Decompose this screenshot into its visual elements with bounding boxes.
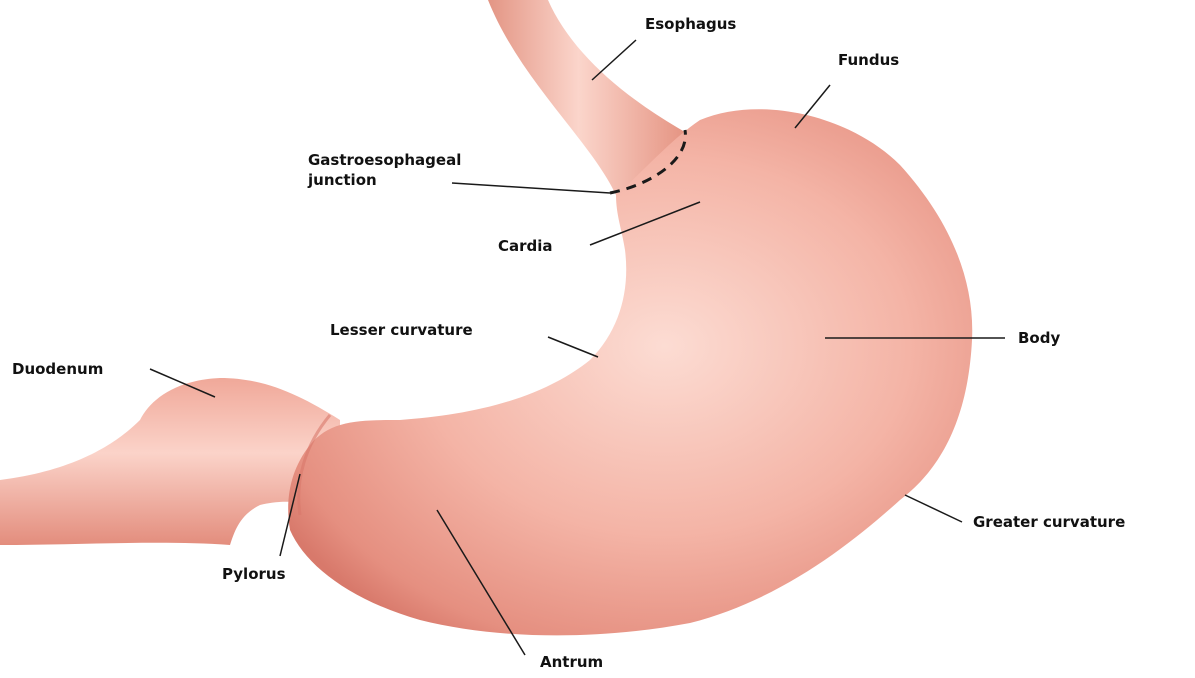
- label-greater-curvature: Greater curvature: [973, 512, 1125, 532]
- label-esophagus: Esophagus: [645, 14, 736, 34]
- leader-esophagus: [592, 40, 636, 80]
- label-lesser-curvature: Lesser curvature: [330, 320, 473, 340]
- leader-lesser-curvature: [548, 337, 598, 357]
- label-pylorus: Pylorus: [222, 564, 286, 584]
- leader-ge-junction: [452, 183, 610, 193]
- label-body: Body: [1018, 328, 1060, 348]
- label-fundus: Fundus: [838, 50, 899, 70]
- label-ge-junction-line1: Gastroesophageal: [308, 150, 461, 170]
- label-cardia: Cardia: [498, 236, 553, 256]
- leader-greater-curvature: [905, 495, 962, 522]
- label-duodenum: Duodenum: [12, 359, 103, 379]
- label-antrum: Antrum: [540, 652, 603, 672]
- label-ge-junction-line2: junction: [308, 170, 377, 190]
